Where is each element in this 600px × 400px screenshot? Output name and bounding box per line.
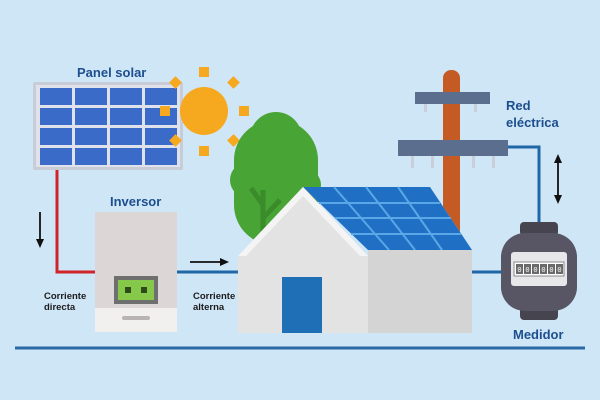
solar-panel-icon [33,82,183,170]
house-icon [238,186,472,333]
ac-arrow-right [190,258,229,266]
inverter-label: Inversor [110,194,162,209]
meter-digit: 0 [517,267,521,275]
meter-digit: 0 [557,267,561,275]
solar-cell [145,148,177,165]
solar-panel-label: Panel solar [77,65,147,80]
inverter-icon [95,212,177,332]
sun-icon [160,67,249,156]
grid-arrow-bidirectional [554,154,562,204]
meter-digit-box [532,264,539,274]
meter-digit-box [516,264,523,274]
solar-cell [75,88,107,105]
ac-wire [176,145,541,274]
utility-pole-icon [398,70,508,242]
solar-cell [110,88,142,105]
meter-digit-box [524,264,531,274]
solar-cell [110,108,142,125]
meter-digit: 0 [541,267,545,275]
solar-cell [40,88,72,105]
dc-wire [55,168,95,274]
solar-cell [145,88,177,105]
solar-cell [110,148,142,165]
door [282,277,322,333]
solar-cell [40,108,72,125]
dc-arrow-down [36,212,44,248]
solar-cell [40,148,72,165]
meter-digit-box [540,264,547,274]
solar-cell [75,108,107,125]
solar-cell [75,128,107,145]
solar-cell [40,128,72,145]
meter-digit: 0 [525,267,529,275]
meter-digit-box [548,264,555,274]
dc-label: Corriente directa [44,291,87,313]
meter-digit-box [556,264,563,274]
meter-digit: 0 [549,267,553,275]
grid-label: Red eléctrica [506,98,559,130]
solar-cell [110,128,142,145]
meter-digit: 0 [533,267,537,275]
solar-cell [75,148,107,165]
ac-label: Corriente alterna [193,291,236,313]
solar-cell [145,128,177,145]
meter-label: Medidor [513,327,564,342]
